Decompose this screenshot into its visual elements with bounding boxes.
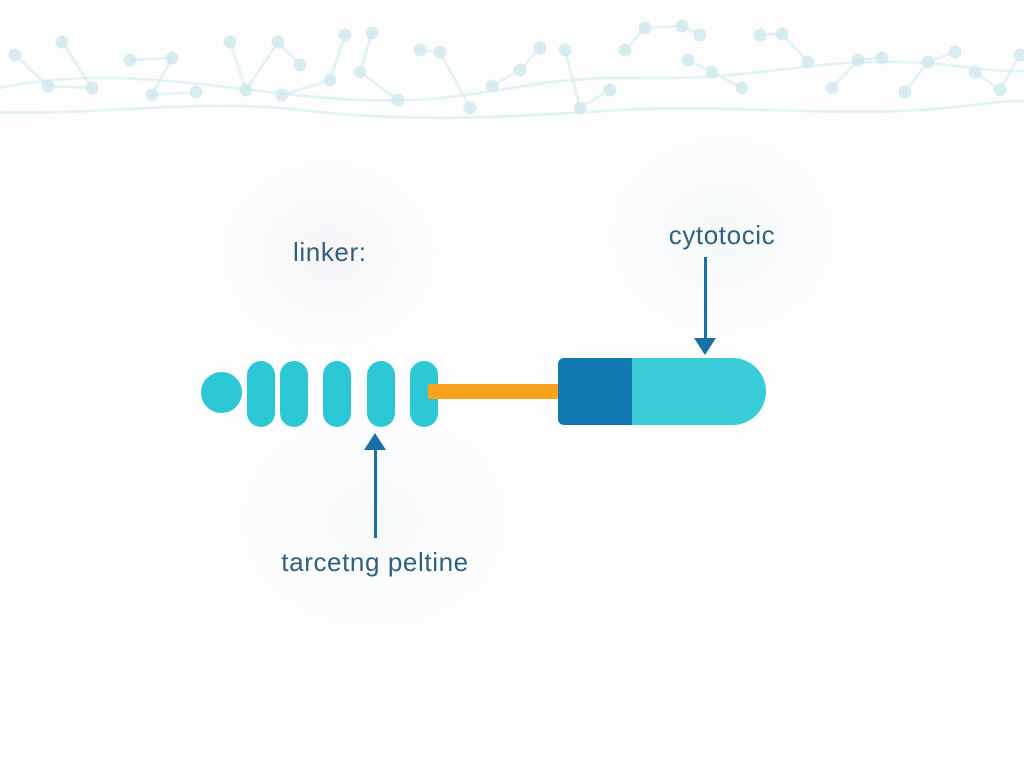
payload-left-segment <box>558 358 632 425</box>
targeting-segment <box>247 361 275 427</box>
payload-right-segment <box>632 358 766 425</box>
targeting-label: tarcetng peltine <box>281 547 469 577</box>
cytotoxic-payload-capsule <box>558 358 766 425</box>
arrow-up-icon <box>364 433 386 450</box>
targeting-arrow-shaft <box>374 448 377 538</box>
arrow-down-icon <box>694 338 716 355</box>
cytotoxic-arrow-shaft <box>704 257 707 339</box>
linker-label: linker: <box>293 237 367 267</box>
cytotoxic-label: cytotocic <box>668 220 776 250</box>
targeting-segment <box>367 361 395 427</box>
targeting-segment <box>323 361 351 427</box>
targeting-circle <box>201 372 242 413</box>
molecular-network-decoration <box>0 19 1024 120</box>
targeting-segment <box>280 361 308 427</box>
linker-bar <box>428 384 560 399</box>
